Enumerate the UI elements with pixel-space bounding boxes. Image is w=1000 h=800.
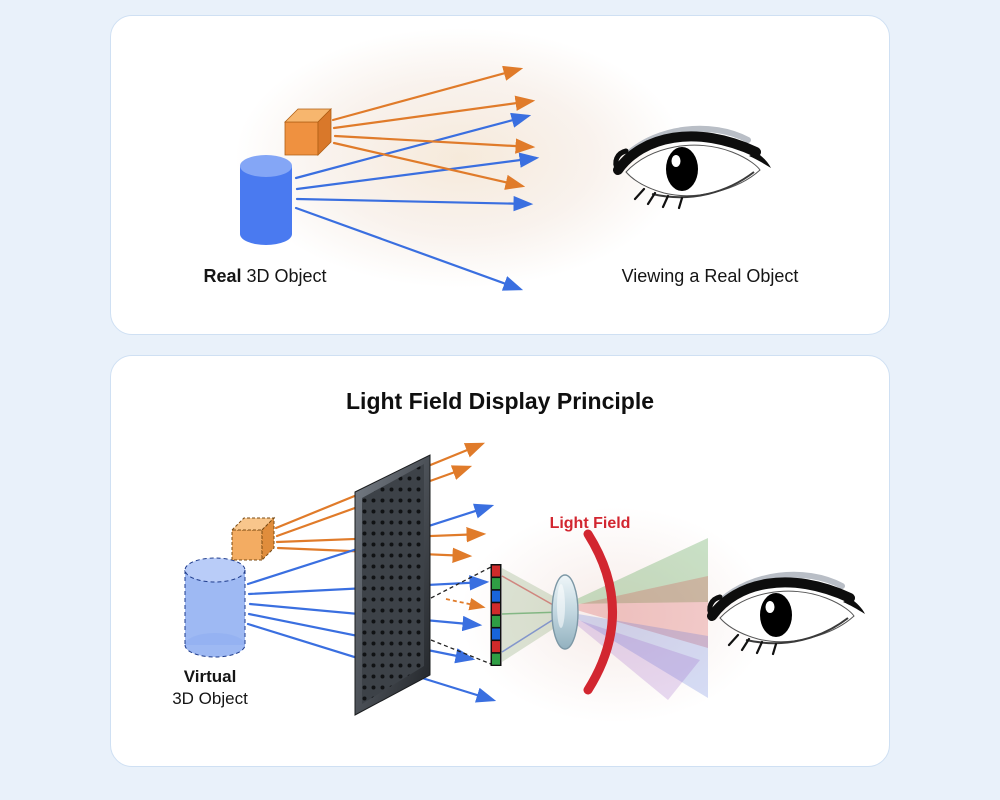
real-object-label-bold: Real — [203, 266, 242, 286]
viewing-caption: Viewing a Real Object — [621, 266, 799, 286]
panel-title: Light Field Display Principle — [346, 388, 654, 414]
real-object-label-rest: 3D Object — [241, 266, 327, 286]
virtual-object-line1: Virtual — [183, 667, 237, 686]
real-object-label: Real 3D Object — [145, 265, 385, 288]
light-field-label: Light Field — [549, 515, 631, 532]
virtual-object-label: Virtual 3D Object — [115, 666, 305, 710]
virtual-object-line2: 3D Object — [172, 689, 248, 708]
